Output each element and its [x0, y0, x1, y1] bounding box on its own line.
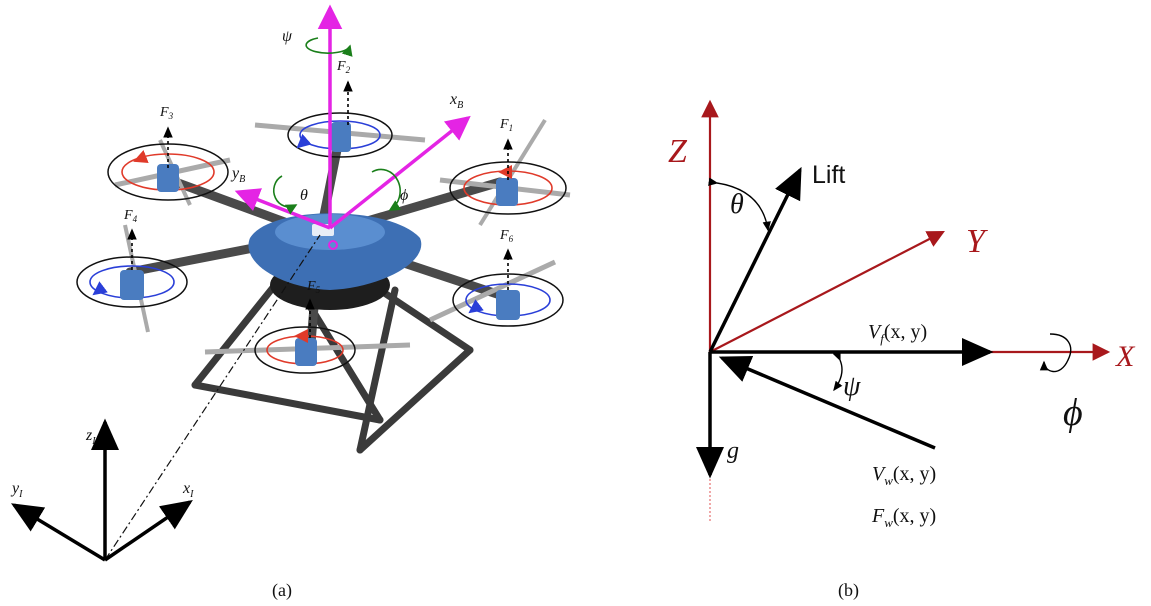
label-F1: F1 [499, 117, 513, 133]
label-yI: yI [10, 480, 23, 500]
panel-a: ψ θ ϕ xB yB zI yI xI F2 F3 F1 F4 F6 F5 (… [10, 4, 571, 601]
label-vw: Vw(x, y) [872, 463, 936, 488]
label-F3: F3 [159, 105, 174, 121]
label-phi-b: ϕ [1063, 392, 1083, 434]
rotor-f6 [428, 259, 564, 327]
label-Z: Z [668, 133, 688, 170]
position-vector [104, 234, 321, 561]
rotor-f3 [107, 139, 231, 206]
vector-arrows [696, 166, 994, 479]
label-xI: xI [182, 480, 194, 500]
body-frame-axes [234, 4, 471, 230]
label-yB: yB [230, 165, 245, 185]
rotor-f4 [76, 224, 188, 333]
caption-a: (a) [272, 580, 292, 601]
label-F6: F6 [499, 228, 514, 244]
label-zI: zI [85, 427, 96, 447]
rotor-f2 [254, 112, 426, 158]
label-Y: Y [966, 223, 988, 260]
label-F2: F2 [336, 59, 351, 75]
rotation-indicators [273, 37, 402, 215]
world-axes [701, 99, 1111, 361]
label-theta-a: θ [300, 187, 308, 204]
label-theta-b: θ [730, 189, 744, 220]
thrust-arrows [127, 80, 513, 338]
label-F5: F5 [306, 279, 321, 295]
label-vf: Vf(x, y) [868, 321, 927, 346]
label-phi-a: ϕ [400, 187, 408, 204]
label-F4: F4 [123, 208, 138, 224]
panel-b: Z Y X θ ψ ϕ g Vf(x, y) Vw(x, y) Fw(x, y)… [668, 99, 1136, 601]
label-fw: Fw(x, y) [871, 505, 936, 530]
label-lift: Lift [812, 161, 845, 189]
caption-b: (b) [838, 580, 859, 601]
label-g: g [727, 438, 739, 464]
rotor-f1 [439, 118, 571, 227]
label-psi-b: ψ [843, 371, 861, 402]
drone-body [248, 213, 422, 310]
label-psi-a: ψ [282, 28, 293, 45]
rotor-f5 [204, 326, 411, 374]
inertial-frame-axes [11, 418, 193, 562]
angle-arcs [708, 177, 1072, 392]
label-X: X [1115, 340, 1136, 373]
label-xB: xB [449, 91, 463, 111]
